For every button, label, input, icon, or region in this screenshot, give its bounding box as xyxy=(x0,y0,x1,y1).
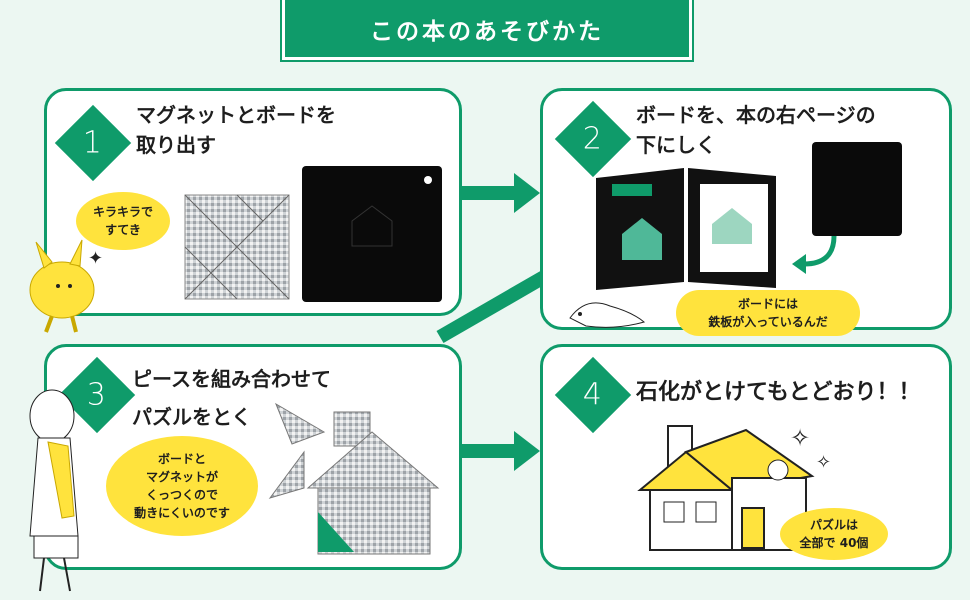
step-4-heading: 石化がとけてもとどおり！！ xyxy=(636,380,921,405)
connector-bar-3 xyxy=(460,444,520,458)
fluffy-character-illustration xyxy=(29,239,95,333)
lizard-character-illustration xyxy=(569,302,646,328)
sparkle-icon: ✦ xyxy=(88,248,104,269)
page-title-banner: この本のあそびかた xyxy=(280,0,694,62)
tangram-house-image xyxy=(268,402,440,555)
sparkle-icon: ✧ xyxy=(816,452,832,473)
arrow-right-icon xyxy=(514,173,540,213)
curved-arrow-icon xyxy=(792,235,837,274)
step-3-heading: ピースを組み合わせて パズルをとく xyxy=(132,367,331,429)
magnet-board-image xyxy=(302,166,442,302)
open-book-image xyxy=(596,168,776,290)
arrow-right-icon xyxy=(514,431,540,471)
girl-character-illustration xyxy=(29,389,79,592)
step-1-heading: マグネットとボードを 取り出す xyxy=(136,103,336,157)
board-small-image xyxy=(812,142,902,236)
tangram-square-image xyxy=(184,194,290,300)
step-2-speech-bubble: ボードには 鉄板が入っているんだ xyxy=(676,290,860,336)
step-1-speech-bubble: キラキラで すてき xyxy=(76,192,170,250)
step-2-heading: ボードを、本の右ページの 下にしく xyxy=(636,103,876,157)
yellow-house-illustration xyxy=(637,425,815,551)
board-house-outline xyxy=(351,176,432,247)
page-title: この本のあそびかた xyxy=(370,18,604,45)
step-4-speech-bubble: パズルは 全部で 40個 xyxy=(780,508,888,560)
sparkle-icon: ✧ xyxy=(790,424,811,452)
step-3-speech-bubble: ボードと マグネットが くっつくので 動きにくいのです xyxy=(106,436,258,536)
connector-bar-1 xyxy=(460,186,520,200)
